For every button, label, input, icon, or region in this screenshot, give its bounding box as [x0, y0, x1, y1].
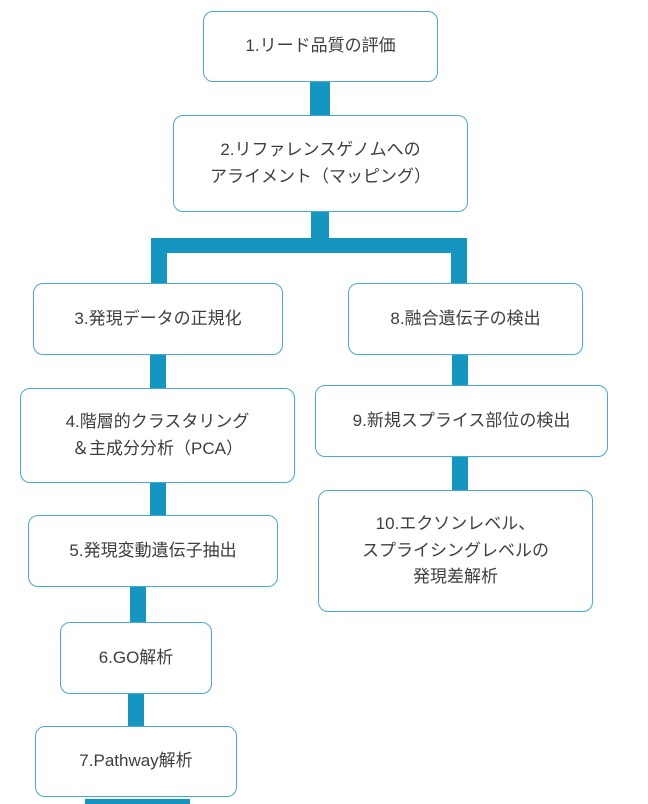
flow-box-normalization: 3.発現データの正規化	[33, 283, 283, 355]
flow-box-label: 1.リード品質の評価	[245, 36, 396, 56]
connector-9-to-10	[452, 455, 468, 492]
flow-box-exon-splicing-diff-expression: 10.エクソンレベル、 スプライシングレベルの 発現差解析	[318, 490, 593, 612]
flow-box-deg-extraction: 5.発現変動遺伝子抽出	[28, 515, 278, 587]
flow-box-label: 5.発現変動遺伝子抽出	[69, 540, 237, 560]
flow-box-label: 8.融合遺伝子の検出	[390, 308, 541, 328]
flow-box-label: 9.新規スプライス部位の検出	[352, 410, 571, 430]
connector-5-to-6	[130, 585, 146, 624]
flow-box-label: 2.リファレンスゲノムへの アライメント（マッピング）	[210, 140, 431, 186]
connector-3-to-4	[150, 353, 166, 390]
flow-box-alignment: 2.リファレンスゲノムへの アライメント（マッピング）	[173, 115, 468, 212]
flow-box-label: 6.GO解析	[98, 647, 174, 667]
flow-box-label: 7.Pathway解析	[79, 751, 193, 771]
connector-1-to-2	[310, 80, 330, 117]
flow-box-label: 10.エクソンレベル、 スプライシングレベルの 発現差解析	[362, 514, 549, 587]
connector-bottom-cutoff	[85, 799, 190, 804]
flow-box-clustering-pca: 4.階層的クラスタリング ＆主成分分析（PCA）	[20, 388, 295, 483]
flow-box-pathway-analysis: 7.Pathway解析	[35, 726, 237, 797]
flow-box-read-quality: 1.リード品質の評価	[203, 11, 438, 82]
connector-6-to-7	[128, 692, 144, 728]
flow-box-go-analysis: 6.GO解析	[60, 622, 212, 694]
connector-branch-to-3	[151, 247, 167, 285]
connector-2-to-branch	[311, 210, 329, 242]
flow-box-label: 4.階層的クラスタリング ＆主成分分析（PCA）	[65, 412, 250, 458]
flow-box-label: 3.発現データの正規化	[74, 308, 242, 328]
flow-box-novel-splice-detection: 9.新規スプライス部位の検出	[315, 385, 608, 457]
connector-4-to-5	[150, 481, 166, 517]
connector-branch-to-8	[451, 247, 467, 285]
flow-box-fusion-gene-detection: 8.融合遺伝子の検出	[348, 283, 583, 355]
branch-horizontal-bar	[151, 238, 467, 253]
connector-8-to-9	[452, 353, 468, 387]
